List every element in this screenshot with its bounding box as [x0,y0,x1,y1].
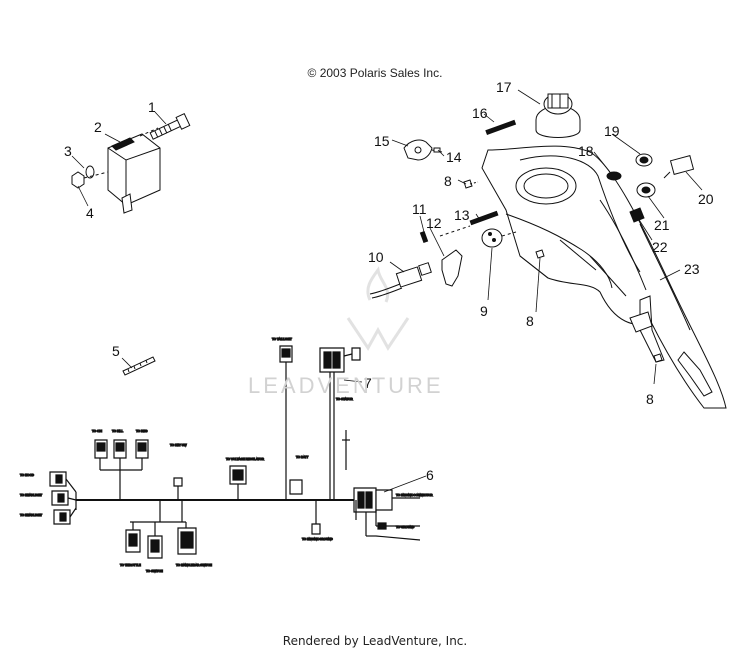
screw-16 [486,120,516,134]
callout-16: 16 [472,105,488,121]
callout-13: 13 [454,207,470,223]
callout-14: 14 [446,149,462,165]
leader-lines [72,90,702,492]
callout-11: 11 [412,201,427,217]
svg-text:TO ENGINE CONNECTOR: TO ENGINE CONNECTOR [396,493,433,497]
washer [86,166,94,178]
svg-text:TO KILL: TO KILL [112,429,123,433]
callout-20: 20 [698,191,714,207]
callout-12: 12 [426,215,442,231]
bolt [149,114,190,142]
svg-text:TO GROUND: TO GROUND [396,525,415,529]
callout-2: 2 [94,119,102,135]
regulator-box [108,134,160,205]
tie-13 [470,211,498,224]
svg-text:TO SWITCH: TO SWITCH [146,569,163,573]
nut [72,172,84,188]
callout-18: 18 [578,143,594,159]
callout-19: 19 [604,123,620,139]
callout-8c: 8 [646,391,654,407]
callout-3: 3 [64,143,72,159]
svg-text:TO THROTTLE: TO THROTTLE [120,563,141,567]
callout-22: 22 [652,239,668,255]
svg-text:TO REG: TO REG [136,429,148,433]
callout-7: 7 [364,375,372,391]
callout-21: 21 [654,217,670,233]
switch-10 [370,263,431,298]
svg-text:TO VOLTAGE REGULATOR: TO VOLTAGE REGULATOR [226,457,265,461]
wiring-harness: TO HOOD TO HEADLIGHT TO HEADLIGHT TO CDI… [19,336,434,573]
svg-text:TO CDI: TO CDI [92,429,102,433]
callout-5: 5 [112,343,120,359]
svg-text:TO KEY SW: TO KEY SW [170,443,187,447]
svg-text:TO HEADLIGHT: TO HEADLIGHT [20,513,42,517]
footer-credit: Rendered by LeadVenture, Inc. [282,634,468,648]
callout-10: 10 [368,249,384,265]
svg-text:TO BATT: TO BATT [296,455,309,459]
callout-6: 6 [426,467,434,483]
regulator-assembly [72,114,190,213]
callout-17: 17 [496,79,512,95]
svg-text:TO TAILLIGHT: TO TAILLIGHT [272,337,292,341]
svg-text:TO HANDLEBAR SWITCH: TO HANDLEBAR SWITCH [176,563,212,567]
bulb-holder [536,94,580,138]
callout-8a: 8 [444,173,452,189]
svg-text:TO STATOR: TO STATOR [336,397,353,401]
watermark-text: LEADVENTURE [248,373,444,398]
copyright-text: © 2003 Polaris Sales Inc. [307,66,443,80]
headlight-pod [370,94,726,408]
watermark-logo [348,270,408,348]
callout-15: 15 [374,133,390,149]
svg-text:TO HOOD: TO HOOD [20,473,35,477]
callout-1: 1 [148,99,156,115]
callout-4: 4 [86,205,94,221]
svg-text:TO HEADLIGHT: TO HEADLIGHT [20,493,42,497]
callout-8b: 8 [526,313,534,329]
callout-23: 23 [684,261,700,277]
tie-strap [123,357,155,375]
svg-text:TO ENGINE GROUND: TO ENGINE GROUND [302,537,333,541]
callout-9: 9 [480,303,488,319]
callout-labels: 1 2 3 4 5 6 7 8 9 10 11 12 13 14 15 16 1… [64,79,714,483]
